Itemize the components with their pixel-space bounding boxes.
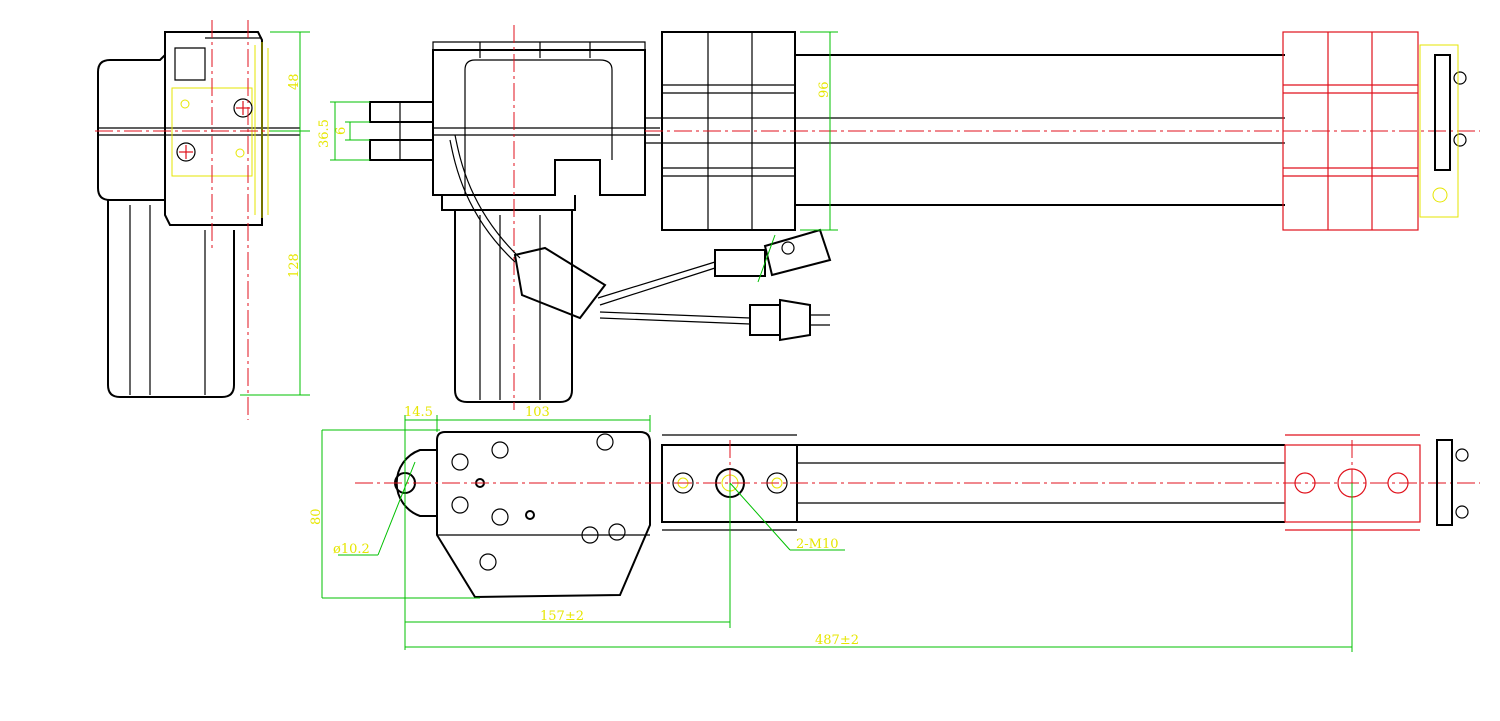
dim-14-5: 14.5 xyxy=(404,405,433,420)
dim-96: 96 xyxy=(817,81,832,98)
dim-157: 157±2 xyxy=(540,609,584,624)
dim-128: 128 xyxy=(287,253,302,278)
dimension-lines xyxy=(240,31,1353,652)
dim-hole-diameter: ø10.2 xyxy=(333,542,370,557)
top-view xyxy=(355,431,1480,650)
dim-103: 103 xyxy=(525,405,550,420)
dim-thread: 2-M10 xyxy=(796,537,839,552)
side-view xyxy=(95,20,310,420)
dim-36-5: 36.5 xyxy=(317,119,332,148)
dim-6: 6 xyxy=(334,127,349,135)
dim-487: 487±2 xyxy=(815,633,859,648)
dim-48: 48 xyxy=(287,73,302,90)
dim-80: 80 xyxy=(309,508,324,525)
front-view xyxy=(369,25,1480,410)
